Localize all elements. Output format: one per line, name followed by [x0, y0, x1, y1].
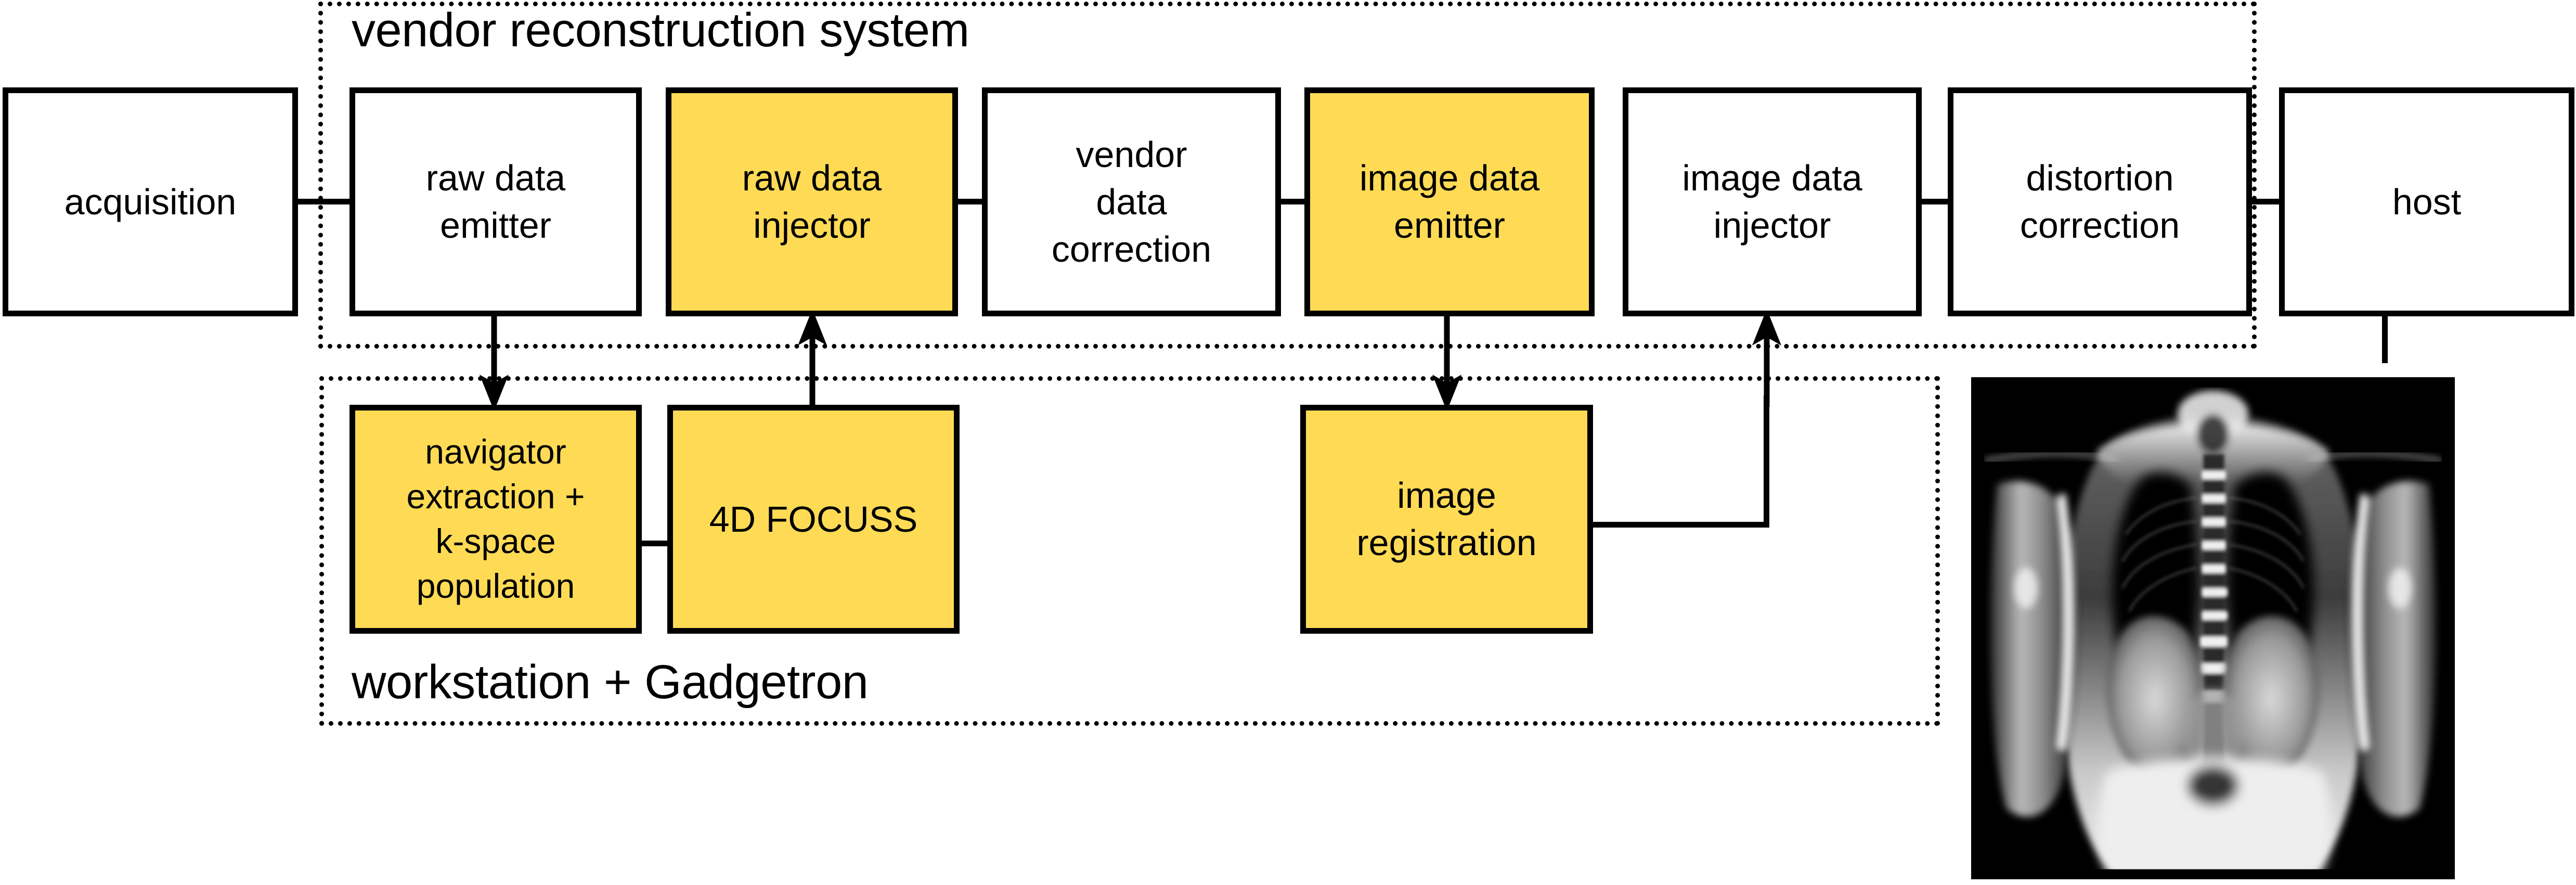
connector-acquisition-to-raw-data-emitter — [295, 199, 352, 204]
connector-vendor-data-correction-to-image-data-emitter — [1278, 199, 1307, 204]
node-raw-data-injector-label: raw data injector — [742, 158, 882, 246]
node-raw-data-emitter-label: raw data emitter — [425, 158, 566, 246]
node-image-data-injector-label: image data injector — [1682, 158, 1862, 246]
region-vendor-reconstruction-system — [318, 2, 2257, 349]
node-vendor-data-correction[interactable]: vendor data correction — [982, 87, 1281, 316]
node-distortion-correction-label: distortion correction — [2020, 158, 2180, 246]
connector-image-registration-elbow-vertical — [1764, 395, 1769, 525]
node-acquisition[interactable]: acquisition — [3, 87, 298, 316]
mri-preview-image — [1971, 377, 2455, 879]
connector-raw-data-injector-to-vendor-data-correction — [955, 199, 984, 204]
node-image-data-injector[interactable]: image data injector — [1623, 87, 1922, 316]
connector-image-data-injector-to-distortion-correction — [1919, 199, 1951, 204]
node-navigator-extraction-label: navigator extraction + k-space populatio… — [406, 432, 585, 605]
node-image-data-emitter[interactable]: image data emitter — [1304, 87, 1595, 316]
node-vendor-data-correction-label: vendor data correction — [1051, 134, 1212, 270]
node-raw-data-injector[interactable]: raw data injector — [666, 87, 958, 316]
node-image-registration[interactable]: image registration — [1300, 405, 1593, 634]
node-host[interactable]: host — [2279, 87, 2574, 316]
region-workstation-gadgetron — [319, 376, 1940, 726]
region-vendor-label: vendor reconstruction system — [352, 4, 969, 57]
connector-image-registration-elbow-horizontal — [1590, 522, 1769, 528]
arrow-4d-focuss-to-raw-data-injector — [798, 309, 827, 407]
arrow-image-data-emitter-to-image-registration — [1432, 313, 1461, 411]
connector-host-to-mri-preview — [2382, 313, 2388, 363]
node-distortion-correction[interactable]: distortion correction — [1948, 87, 2252, 316]
node-raw-data-emitter[interactable]: raw data emitter — [349, 87, 642, 316]
node-host-label: host — [2392, 181, 2462, 222]
arrow-image-registration-to-image-data-injector — [1752, 309, 1781, 407]
connector-navigator-to-4d-focuss — [639, 541, 670, 546]
node-image-data-emitter-label: image data emitter — [1359, 158, 1540, 246]
node-4d-focuss-label: 4D FOCUSS — [709, 498, 918, 540]
region-workstation-label: workstation + Gadgetron — [352, 656, 869, 709]
arrow-raw-data-emitter-to-navigator — [480, 313, 509, 411]
connector-distortion-correction-to-host — [2249, 199, 2281, 204]
node-4d-focuss[interactable]: 4D FOCUSS — [667, 405, 960, 634]
node-navigator-extraction[interactable]: navigator extraction + k-space populatio… — [349, 405, 642, 634]
node-acquisition-label: acquisition — [64, 181, 237, 222]
node-image-registration-label: image registration — [1356, 475, 1537, 563]
